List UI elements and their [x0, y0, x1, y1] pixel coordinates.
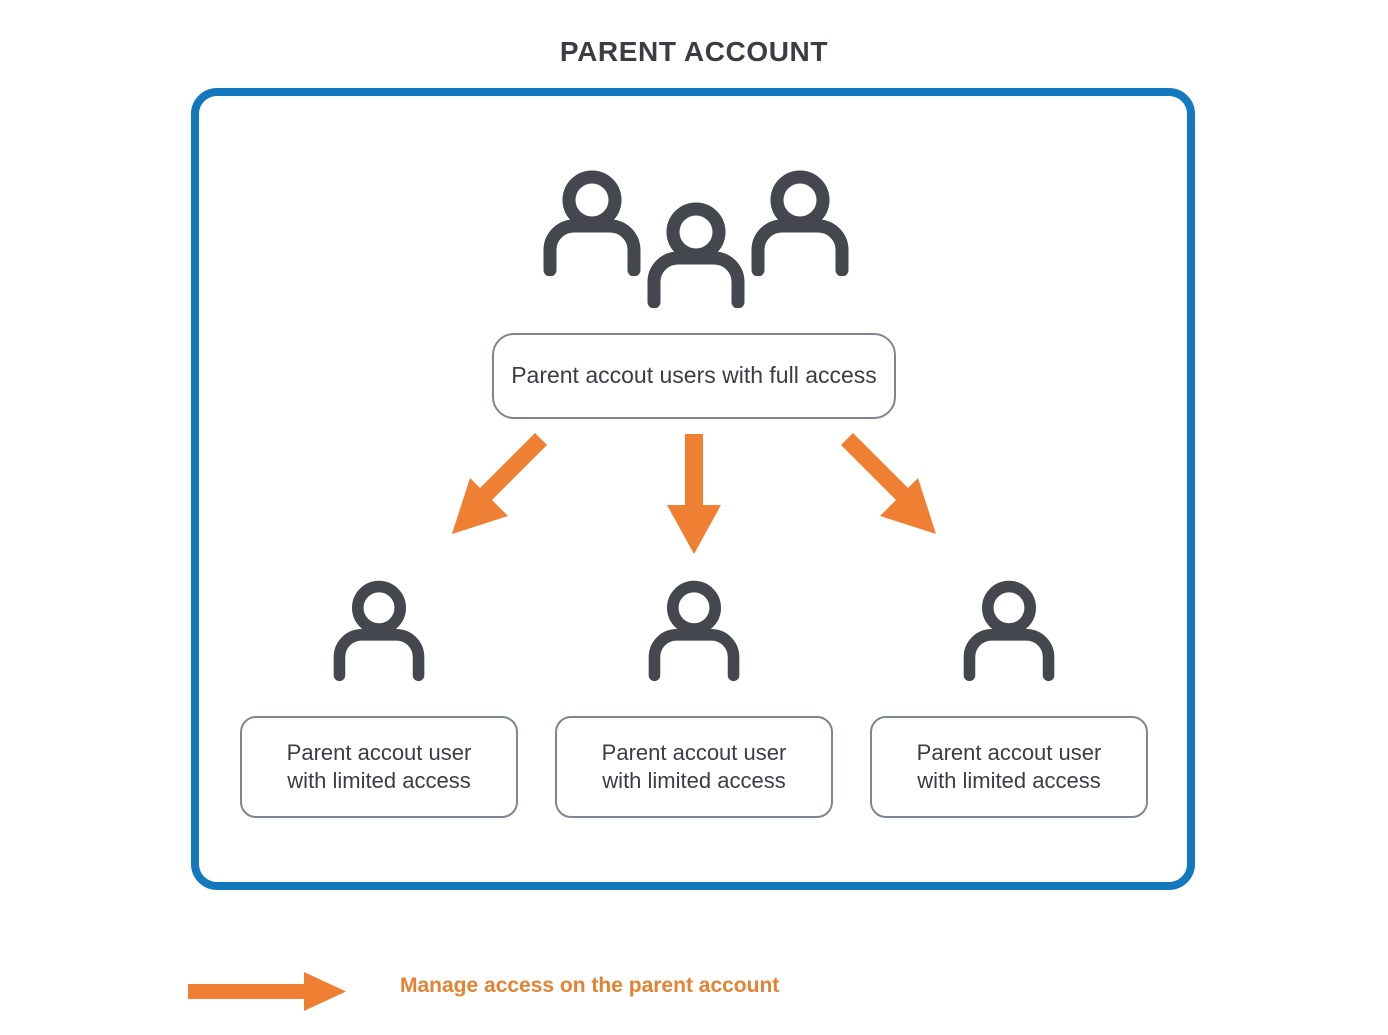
three-people-icon-person-left — [536, 164, 648, 276]
person-icon-2 — [640, 575, 748, 683]
orange-right-arrow-icon — [186, 968, 356, 1014]
limited-access-label-box-2: Parent accout user with limited access — [555, 716, 833, 818]
person-icon-1 — [325, 575, 433, 683]
legend: Manage access on the parent account — [186, 962, 1086, 1018]
three-people-icon-person-center — [640, 196, 752, 308]
limited-access-label-box-1: Parent accout user with limited access — [240, 716, 518, 818]
page-title: PARENT ACCOUNT — [559, 36, 829, 67]
limited-access-label-box-3: Parent accout user with limited access — [870, 716, 1148, 818]
person-icon-3 — [955, 575, 1063, 683]
three-people-icon-person-right — [744, 164, 856, 276]
full-access-label-box: Parent accout users with full access — [492, 333, 896, 419]
legend-label: Manage access on the parent account — [400, 974, 780, 997]
limited-user-icon-row — [0, 575, 1388, 690]
three-people-icon — [536, 162, 856, 312]
